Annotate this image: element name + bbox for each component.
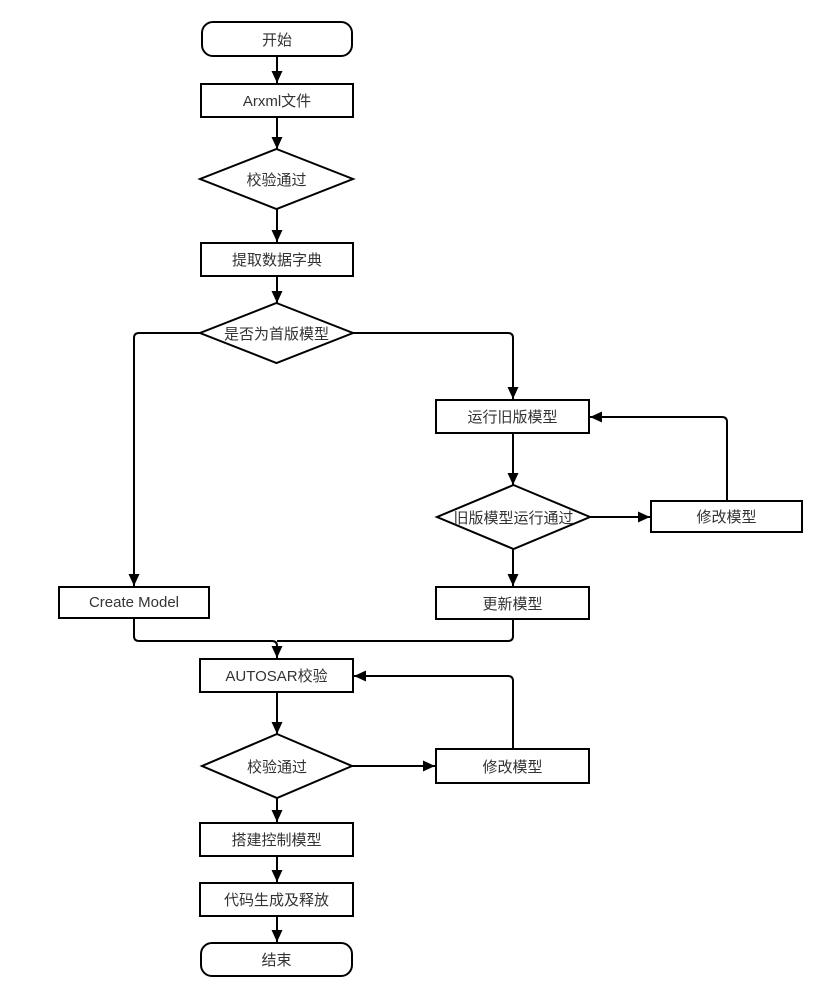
node-autosar-check-label: AUTOSAR校验	[225, 668, 328, 685]
edge-createmodel-autosar	[133, 619, 283, 658]
node-run-old-model: 运行旧版模型	[435, 399, 590, 434]
node-check-pass-1-label: 校验通过	[246, 171, 307, 189]
node-start: 开始	[201, 21, 353, 57]
node-create-model: Create Model	[58, 586, 210, 619]
node-check-pass-2: 校验通过	[202, 734, 352, 798]
node-end: 结束	[200, 942, 353, 977]
node-extract-dict-label: 提取数据字典	[231, 252, 322, 269]
node-code-gen-release: 代码生成及释放	[199, 882, 354, 917]
node-update-model-label: 更新模型	[482, 595, 543, 613]
node-check-pass-1-shape	[197, 147, 356, 211]
edge-update-autosar	[277, 620, 514, 642]
node-modify-model-1-label: 修改模型	[696, 509, 757, 526]
node-modify-model-2-label: 修改模型	[482, 758, 543, 776]
node-arxml-file-label: Arxml文件	[242, 93, 312, 110]
node-old-model-run-pass: 旧版模型运行通过	[437, 485, 590, 549]
node-check-pass-2-label: 校验通过	[246, 758, 307, 776]
node-check-pass-1: 校验通过	[200, 149, 353, 209]
node-old-model-run-pass-label: 旧版模型运行通过	[453, 509, 574, 527]
node-end-label: 结束	[261, 952, 292, 969]
node-arxml-file: Arxml文件	[200, 83, 354, 118]
node-code-gen-release-label: 代码生成及释放	[223, 892, 329, 909]
node-start-label: 开始	[261, 31, 292, 49]
node-run-old-model-label: 运行旧版模型	[467, 409, 558, 426]
node-old-model-run-pass-shape	[434, 483, 593, 551]
edge-modify2-autosar	[354, 670, 514, 748]
node-build-control-model-label: 搭建控制模型	[231, 832, 322, 849]
node-modify-model-1: 修改模型	[650, 500, 803, 533]
node-is-first-version-label: 是否为首版模型	[223, 325, 329, 343]
edge-modify1-runold	[590, 411, 728, 500]
edge-firstver-runold	[353, 332, 519, 399]
node-autosar-check: AUTOSAR校验	[199, 658, 354, 693]
node-extract-dict: 提取数据字典	[200, 242, 354, 277]
node-modify-model-2: 修改模型	[435, 748, 590, 784]
node-is-first-version: 是否为首版模型	[200, 303, 353, 363]
node-check-pass-2-shape	[199, 732, 355, 800]
node-create-model-label: Create Model	[88, 594, 180, 611]
node-is-first-version-shape	[197, 301, 356, 365]
node-build-control-model: 搭建控制模型	[199, 822, 354, 857]
node-update-model: 更新模型	[435, 586, 590, 620]
edge-firstver-createmodel	[128, 332, 200, 586]
